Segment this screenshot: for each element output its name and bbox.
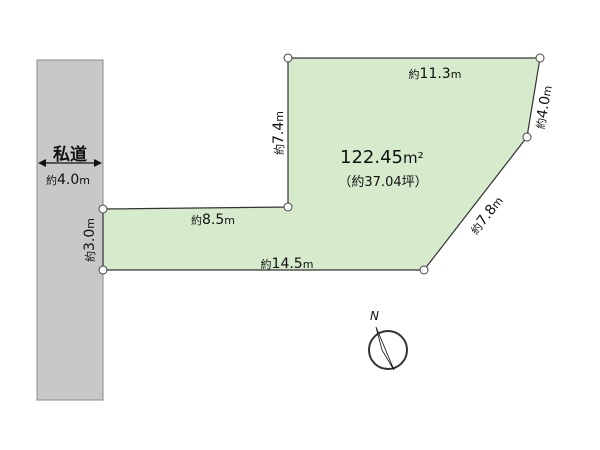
corner-marker: [98, 204, 108, 214]
corner-marker: [283, 202, 293, 212]
north-arrow-icon: N: [368, 309, 408, 371]
corner-marker: [419, 265, 429, 275]
north-label: N: [370, 309, 379, 323]
lot-area-tsubo: （約37.04坪）: [338, 175, 427, 190]
edge-label-step-v: 約7.4m: [271, 111, 287, 155]
road-label: 私道: [53, 144, 87, 165]
edge-label-step-h: 約8.5m: [191, 212, 235, 228]
edge-label-bottom: 約14.5m: [261, 256, 314, 272]
private-road: [36, 59, 104, 401]
corner-marker: [283, 53, 293, 63]
corner-marker: [535, 53, 545, 63]
lot-boundary: [102, 57, 541, 271]
edge-label-right-short: 約4.0m: [532, 84, 555, 130]
edge-label-top: 約11.3m: [409, 66, 462, 82]
corner-marker: [98, 265, 108, 275]
lot-area: 122.45m²: [340, 147, 424, 168]
corner-markers: [98, 53, 545, 275]
road-width-label: 約4.0m: [46, 172, 90, 188]
road-width-arrow: [38, 159, 102, 167]
edge-label-frontage: 約3.0m: [82, 218, 98, 262]
corner-marker: [522, 132, 532, 142]
